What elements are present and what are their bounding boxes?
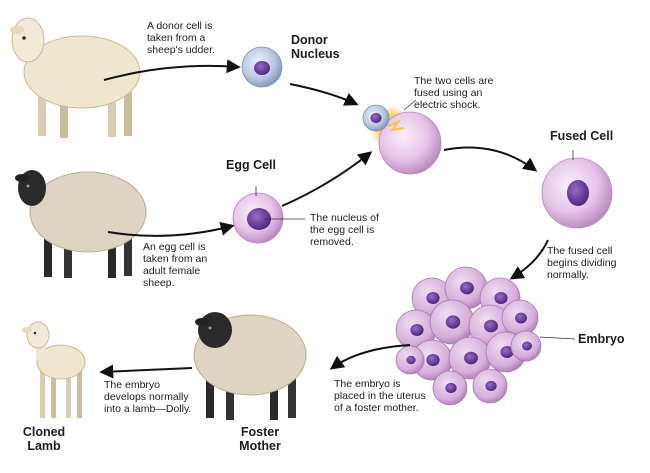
egg-donor-sheep <box>15 170 147 278</box>
caption-donor-cell: A donor cell is taken from a sheep's udd… <box>147 20 215 56</box>
egg-cell <box>232 192 284 244</box>
caption-egg-nucleus: The nucleus of the egg cell is removed. <box>310 212 379 248</box>
cloned-lamb <box>22 321 86 418</box>
embryo-cell-nucleus <box>484 319 498 333</box>
embryo-cell-nucleus <box>406 355 416 365</box>
embryo-cell-nucleus <box>494 292 508 304</box>
embryo-cell-nucleus <box>522 341 532 351</box>
embryo-cell-nucleus <box>445 315 461 329</box>
arrow-donor-to-nucleus <box>103 59 241 81</box>
label-donor-nucleus: Donor Nucleus <box>291 33 340 61</box>
caption-fused-divides: The fused cell begins dividing normally. <box>547 245 617 281</box>
process-arrows <box>99 59 549 379</box>
foster-mother-sheep <box>193 312 307 420</box>
label-fused-cell: Fused Cell <box>550 129 614 143</box>
embryo-cell-nucleus <box>464 351 478 365</box>
embryo-cell-nucleus <box>445 382 457 394</box>
label-foster-mother: Foster Mother <box>239 425 281 453</box>
embryo-cell-nucleus <box>460 281 474 295</box>
caption-lamb-develops: The embryo develops normally into a lamb… <box>104 379 192 415</box>
arrow-fused-to-embryo <box>509 239 549 280</box>
label-cloned-lamb: Cloned Lamb <box>22 425 66 453</box>
donor-sheep <box>10 17 141 138</box>
arrow-sheep-to-egg <box>107 222 235 237</box>
label-egg-cell: Egg Cell <box>226 158 277 172</box>
leader-lines <box>255 99 576 340</box>
donor-nucleus-cell <box>241 46 283 88</box>
arrow-embryo-to-foster <box>329 344 411 370</box>
caption-embryo-placed: The embryo is placed in the uterus of a … <box>334 378 426 414</box>
label-embryo: Embryo <box>578 332 625 346</box>
arrow-fusion-to-fused <box>443 146 538 172</box>
embryo-cell-nucleus <box>426 292 440 304</box>
caption-electric-shock: The two cells are fused using an electri… <box>414 75 494 111</box>
arrow-egg-to-fusion <box>281 151 373 207</box>
embryo-cell-nucleus <box>410 324 424 336</box>
fusion-cells <box>362 104 442 175</box>
arrow-foster-to-lamb <box>99 364 193 379</box>
embryo-cell-nucleus <box>515 312 527 324</box>
embryo-cell-nucleus <box>426 354 440 366</box>
embryo-cell-nucleus <box>500 346 514 358</box>
caption-egg-taken: An egg cell is taken from an adult femal… <box>143 241 208 289</box>
embryo-cell-nucleus <box>485 380 497 392</box>
fused-cell <box>541 157 613 229</box>
arrow-nucleus-to-fusion <box>289 83 359 106</box>
